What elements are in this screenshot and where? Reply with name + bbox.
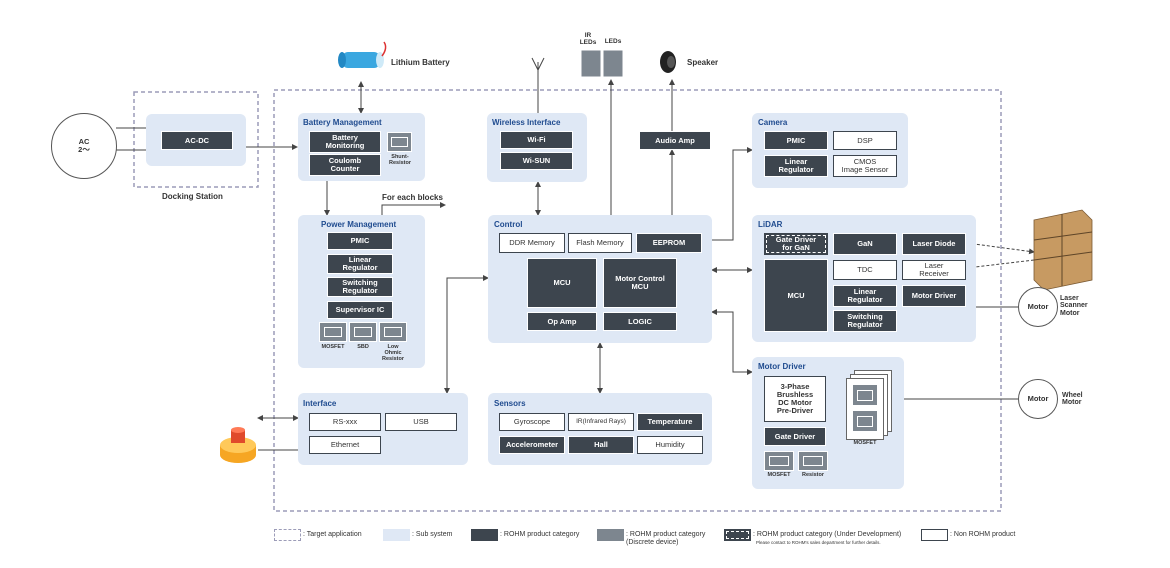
leds-label: LEDs — [604, 38, 622, 45]
camera-title: Camera — [758, 118, 788, 127]
laser-scanner-motor-label: Laser Scanner Motor — [1060, 295, 1088, 317]
mcu-block: MCU — [527, 258, 597, 308]
acdc-block: AC-DC — [161, 131, 233, 150]
laser-diode-block: Laser Diode — [902, 233, 966, 255]
usb-block: USB — [385, 413, 457, 431]
sbd-icon — [349, 322, 377, 342]
shunt-resistor-icon — [387, 132, 412, 152]
legend-rohm-text: : ROHM product category — [500, 531, 580, 538]
legend-discrete-text: : ROHM product category (Discrete device… — [626, 531, 706, 546]
accelerometer-block: Accelerometer — [499, 436, 565, 454]
lidar-linear-regulator-block: Linear Regulator — [833, 285, 897, 307]
pmic-block: PMIC — [327, 232, 393, 250]
legend-sub-swatch — [383, 529, 410, 541]
lidar-motor-driver-block: Motor Driver — [902, 285, 966, 307]
eeprom-block: EEPROM — [636, 233, 702, 253]
interface-title: Interface — [303, 399, 337, 408]
coulomb-counter-block: Coulomb Counter — [309, 154, 381, 176]
sbd-label: SBD — [357, 344, 369, 350]
speaker-icon — [660, 51, 676, 73]
mosfet-label: MOSFET — [321, 344, 345, 350]
humidity-block: Humidity — [637, 436, 703, 454]
logic-block: LOGIC — [603, 312, 677, 331]
legend-target-swatch — [274, 529, 301, 541]
wheel-motor-circle: Motor — [1018, 379, 1058, 419]
power-management-title: Power Management — [321, 220, 397, 229]
camera-pmic-block: PMIC — [764, 131, 828, 150]
lidar-switching-regulator-block: Switching Regulator — [833, 310, 897, 332]
push-button-icon — [220, 427, 256, 463]
laser-receiver-block: Laser Receiver — [902, 260, 966, 280]
ddr-memory-block: DDR Memory — [499, 233, 565, 253]
supervisor-ic-block: Supervisor IC — [327, 301, 393, 319]
gan-block: GaN — [833, 233, 897, 255]
motor-driver-title: Motor Driver — [758, 362, 806, 371]
switching-regulator-block: Switching Regulator — [327, 277, 393, 297]
lithium-battery-label: Lithium Battery — [391, 58, 450, 67]
docking-station-title: Docking Station — [162, 192, 223, 201]
wisun-block: Wi-SUN — [500, 152, 573, 170]
pre-driver-block: 3-Phase Brushless DC Motor Pre-Driver — [764, 376, 826, 422]
gyroscope-block: Gyroscope — [499, 413, 565, 431]
wheel-motor-label: Wheel Motor — [1062, 392, 1083, 407]
mosfet-stack-icon-1 — [852, 384, 878, 406]
sensors-title: Sensors — [494, 399, 526, 408]
ethernet-block: Ethernet — [309, 436, 381, 454]
legend-non-rohm-text: : Non ROHM product — [950, 531, 1016, 538]
md-mosfet-label: MOSFET — [767, 472, 791, 478]
battery-monitoring-block: Battery Monitoring — [309, 131, 381, 153]
low-ohmic-resistor-label: Low Ohmic Resistor — [381, 344, 404, 362]
lithium-battery-icon — [338, 41, 387, 68]
wireless-interface-title: Wireless Interface — [492, 118, 561, 127]
shelf-icon — [1033, 209, 1093, 291]
lidar-mcu-block: MCU — [764, 259, 828, 332]
legend-rohm-swatch — [471, 529, 498, 541]
gate-driver-block: Gate Driver — [764, 427, 826, 446]
legend-discrete-swatch — [597, 529, 624, 541]
control-title: Control — [494, 220, 523, 229]
flash-memory-block: Flash Memory — [568, 233, 632, 253]
tdc-block: TDC — [833, 260, 897, 280]
cmos-image-sensor-block: CMOS Image Sensor — [833, 155, 897, 177]
camera-linear-regulator-block: Linear Regulator — [764, 155, 828, 177]
legend-non-rohm-swatch — [921, 529, 948, 541]
gate-driver-gan-block: Gate Driver for GaN — [764, 233, 828, 255]
linear-regulator-block: Linear Regulator — [327, 254, 393, 274]
ir-sensor-block: IR(Infrared Rays) — [568, 413, 634, 431]
battery-management-title: Battery Management — [303, 118, 382, 127]
md-mosfet-icon — [764, 451, 794, 471]
wifi-block: Wi-Fi — [500, 131, 573, 149]
speaker-label: Speaker — [687, 58, 719, 67]
lidar-title: LiDAR — [758, 220, 783, 229]
low-ohmic-resistor-icon — [379, 322, 407, 342]
temperature-block: Temperature — [637, 413, 703, 431]
mosfet-stack-label: MOSFET — [853, 440, 877, 446]
motor-control-mcu-block: Motor Control MCU — [603, 258, 677, 308]
md-resistor-icon — [798, 451, 828, 471]
shunt-resistor-label: Shunt- Resistor — [388, 154, 411, 166]
legend-target-text: : Target application — [303, 531, 362, 538]
ac-source: AC 2～ — [51, 113, 117, 179]
dsp-block: DSP — [833, 131, 897, 150]
op-amp-block: Op Amp — [527, 312, 597, 331]
legend-dev-note: Please contact to ROHM's sales departmen… — [756, 540, 881, 545]
audio-amp-block: Audio Amp — [639, 131, 711, 150]
legend-dev-text: : ROHM product category (Under Developme… — [753, 531, 902, 538]
ir-leds-label: IR LEDs — [579, 32, 597, 46]
for-each-blocks-label: For each blocks — [382, 193, 443, 202]
mosfet-stack-icon-2 — [852, 410, 878, 432]
mosfet-icon — [319, 322, 347, 342]
hall-block: Hall — [568, 436, 634, 454]
laser-scanner-motor-circle: Motor — [1018, 287, 1058, 327]
md-resistor-label: Resistor — [801, 472, 824, 478]
legend-dev-swatch — [724, 529, 751, 541]
legend-sub-text: : Sub system — [412, 531, 453, 538]
rs-xxx-block: RS-xxx — [309, 413, 381, 431]
